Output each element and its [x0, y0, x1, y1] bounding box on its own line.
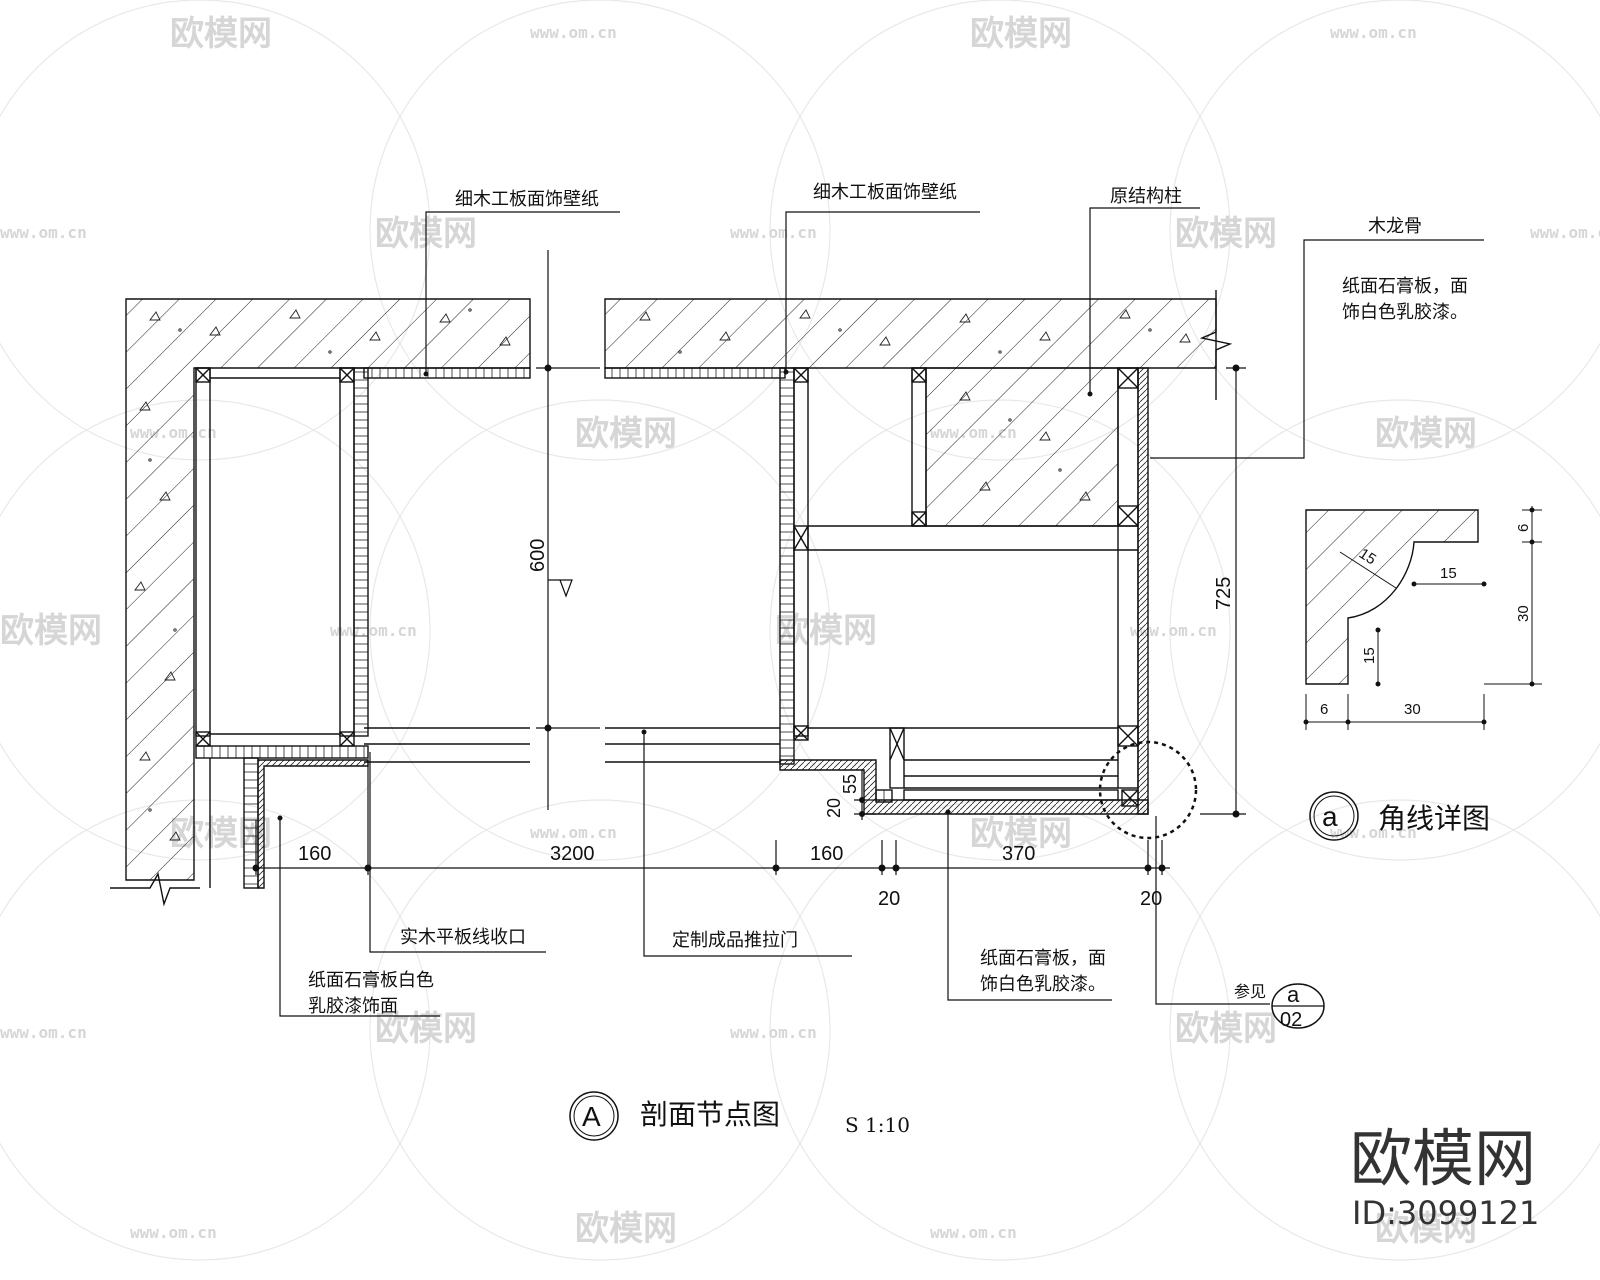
- detail-dim-6-top: 6: [1515, 524, 1532, 532]
- reference-letter: a: [1287, 982, 1300, 1007]
- main-title-scale: S 1:10: [845, 1113, 910, 1137]
- watermark-brand: 欧模网: [575, 414, 677, 454]
- watermark-url: www.om.cn: [1130, 621, 1217, 640]
- detail-title-letter: a: [1322, 801, 1338, 832]
- watermark-brand: 欧模网: [970, 814, 1072, 854]
- watermark-brand: 欧模网: [1375, 414, 1477, 454]
- detail-title: a 角线详图: [1309, 791, 1490, 841]
- watermark-brand: 欧模网: [170, 14, 272, 54]
- watermark-brand: 欧模网: [1375, 1209, 1477, 1249]
- watermark-url: www.om.cn: [730, 223, 817, 242]
- dimension-725: 725: [1213, 577, 1235, 610]
- label-gypsum-left-line2: 乳胶漆饰面: [308, 996, 398, 1017]
- watermark-url: www.om.cn: [1330, 23, 1417, 42]
- dimension-20-a: 20: [878, 888, 900, 910]
- watermark-url: www.om.cn: [330, 621, 417, 640]
- brand-id: ID:3099121: [1352, 1194, 1539, 1232]
- detail-callout-circle: [1098, 740, 1198, 840]
- detail-dim-15-diagonal: 15: [1356, 545, 1379, 568]
- watermark-brand: 欧模网: [0, 611, 102, 651]
- corner-detail: [1303, 506, 1542, 730]
- dimension-370: 370: [1002, 843, 1035, 865]
- left-wall-concrete: [125, 298, 531, 881]
- label-gypsum-right-line1: 纸面石膏板，面: [1342, 275, 1468, 297]
- main-title-text: 剖面节点图: [640, 1098, 780, 1131]
- dimension-160-mid: 160: [810, 843, 843, 865]
- reference-bubble: a 02: [1271, 982, 1325, 1031]
- brand-logo: 欧模网: [1350, 1122, 1536, 1195]
- main-title-letter: A: [582, 1101, 601, 1132]
- label-column: 原结构柱: [1110, 186, 1182, 207]
- watermark-url: www.om.cn: [530, 823, 617, 842]
- label-wallpaper-right: 细木工板面饰壁纸: [813, 182, 957, 203]
- watermark-url: www.om.cn: [0, 1023, 87, 1042]
- leader-ticks: [277, 369, 1093, 821]
- watermark-brand: 欧模网: [970, 14, 1072, 54]
- dimension-55: 55: [840, 774, 860, 794]
- detail-dim-15-vertical: 15: [1361, 647, 1378, 664]
- watermark-url: www.om.cn: [930, 1223, 1017, 1242]
- watermark-brand: 欧模网: [1175, 1009, 1277, 1049]
- label-solid-wood-trim: 实木平板线收口: [400, 927, 526, 948]
- watermark-url: www.om.cn: [1330, 823, 1417, 842]
- leader-lines: [279, 207, 1484, 1017]
- label-wood-keel: 木龙骨: [1368, 216, 1422, 237]
- label-gypsum-bottom-line1: 纸面石膏板，面: [980, 947, 1106, 969]
- corner-molding-profile: [1305, 509, 1479, 685]
- reference-sheet: 02: [1280, 1009, 1302, 1031]
- dimension-20-b: 20: [1140, 888, 1162, 910]
- left-cabinet: [195, 367, 531, 889]
- label-wallpaper-left: 细木工板面饰壁纸: [455, 189, 599, 210]
- watermark-brand: 欧模网: [1175, 214, 1277, 254]
- watermark-url: www.om.cn: [1530, 223, 1600, 242]
- break-line-right: [1199, 290, 1233, 400]
- watermark-url: www.om.cn: [730, 1023, 817, 1042]
- dimension-3200: 3200: [550, 843, 595, 865]
- main-title: A 剖面节点图 S 1:10: [569, 1091, 910, 1141]
- label-gypsum-bottom-line2: 饰白色乳胶漆。: [980, 974, 1106, 995]
- concrete-aggregate: [134, 308, 1191, 841]
- dimension-20-vertical: 20: [824, 798, 844, 818]
- label-see-reference: 参见: [1234, 982, 1266, 1001]
- label-gypsum-left-line1: 纸面石膏板白色: [308, 969, 434, 991]
- dimension-600: 600: [527, 539, 549, 572]
- watermark-url: www.om.cn: [130, 1223, 217, 1242]
- dimension-160-left: 160: [298, 843, 331, 865]
- watermark-brand: 欧模网: [575, 1209, 677, 1249]
- detail-dim-15-horizontal: 15: [1440, 565, 1457, 582]
- detail-dim-30-right: 30: [1515, 605, 1532, 622]
- dimension-dots: [252, 364, 1240, 872]
- detail-dim-30-bottom: 30: [1404, 701, 1421, 718]
- watermark-url: www.om.cn: [530, 23, 617, 42]
- label-gypsum-right-line2: 饰白色乳胶漆。: [1342, 302, 1468, 323]
- ceiling-slab-right: [604, 298, 1217, 369]
- detail-dim-6-bottom: 6: [1320, 701, 1328, 718]
- detail-title-text: 角线详图: [1378, 802, 1490, 835]
- concrete-structure: [110, 290, 1233, 907]
- watermark-url: www.om.cn: [0, 223, 87, 242]
- label-sliding-door: 定制成品推拉门: [672, 930, 798, 951]
- break-line-bottom: [110, 872, 200, 907]
